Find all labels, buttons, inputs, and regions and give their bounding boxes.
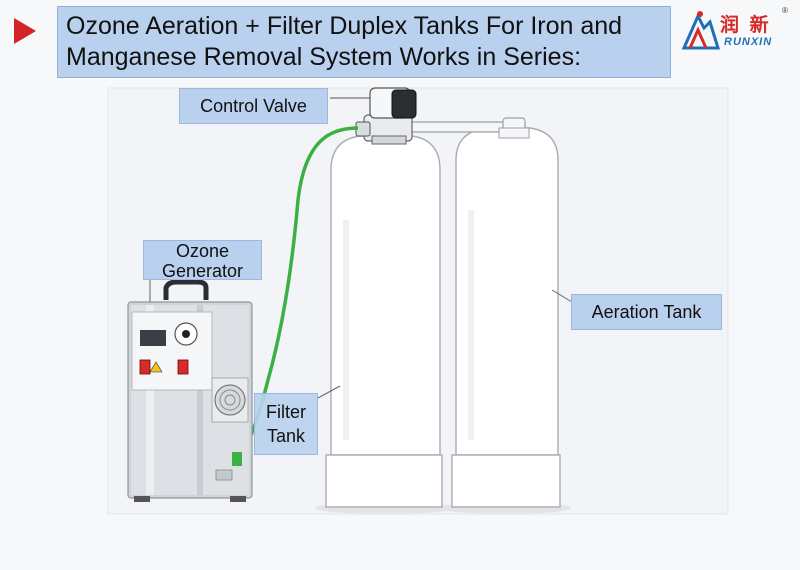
connecting-pipe bbox=[404, 117, 530, 139]
title-line-2: Manganese Removal System Works in Series… bbox=[66, 43, 582, 71]
control-valve bbox=[330, 87, 417, 145]
registered-mark: ® bbox=[782, 6, 788, 15]
control-valve-label: Control Valve bbox=[179, 88, 328, 124]
ozone-generator bbox=[127, 279, 253, 502]
title-line-1: Ozone Aeration + Filter Duplex Tanks For… bbox=[66, 12, 623, 40]
ozone-generator-label-line-1: Ozone bbox=[175, 241, 230, 261]
runxin-logo-icon bbox=[681, 11, 720, 50]
aeration-tank-leader bbox=[551, 289, 573, 303]
logo-english-text: RUNXIN bbox=[724, 36, 773, 48]
ozone-generator-label: Ozone Generator bbox=[143, 240, 262, 281]
aeration-tank-label: Aeration Tank bbox=[571, 294, 722, 330]
filter-tank-label-line-1: Filter bbox=[266, 402, 306, 422]
logo-chinese-text: 润 新 bbox=[720, 14, 771, 36]
ozone-generator-label-line-2: Generator bbox=[161, 261, 244, 281]
filter-tank-label-line-2: Tank bbox=[266, 426, 306, 446]
bullet-arrow-icon bbox=[14, 18, 36, 44]
aeration-tank bbox=[451, 127, 561, 508]
filter-tank-leader bbox=[317, 385, 341, 399]
filter-tank-label: Filter Tank bbox=[254, 393, 318, 455]
filter-tank bbox=[325, 135, 443, 508]
title-box: Ozone Aeration + Filter Duplex Tanks For… bbox=[57, 6, 671, 78]
runxin-logo: 润 新 RUNXIN ® bbox=[680, 6, 794, 56]
